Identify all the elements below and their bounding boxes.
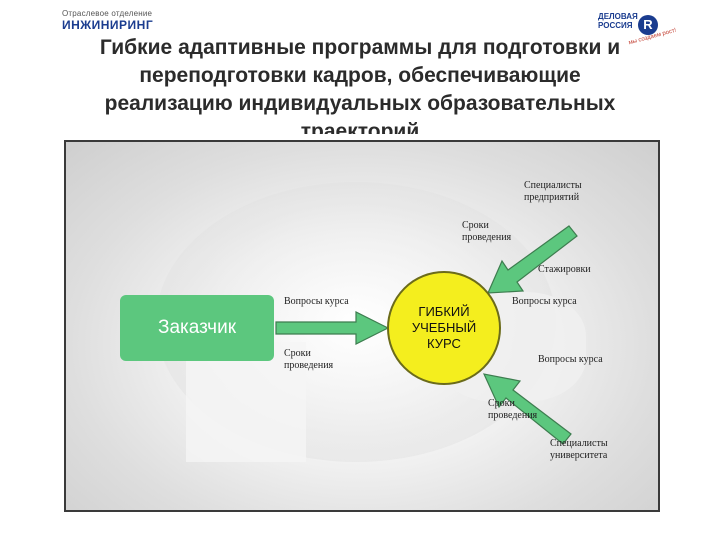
label-course-questions-bottom: Вопросы курса [538, 354, 603, 365]
title-line-1: Гибкие адаптивные программы для подготов… [99, 36, 621, 59]
label-enterprise-specialists: Специалисты предприятий [524, 180, 582, 203]
label-dates-left: Сроки проведения [284, 348, 334, 371]
logo-line-1: ДЕЛОВАЯ [598, 12, 638, 21]
label-dates-top: Сроки проведения [462, 220, 512, 243]
diagram-frame: Заказчик ГИБКИЙ УЧЕБНЫЙ КУРС Специалисты… [64, 140, 660, 512]
course-line-1: ГИБКИЙ [418, 304, 470, 319]
label-internships: Стажировки [538, 264, 591, 275]
course-line-2: УЧЕБНЫЙ [411, 320, 477, 335]
title-line-3: реализацию индивидуальных образовательны… [104, 92, 616, 115]
label-course-questions-left: Вопросы курса [284, 296, 349, 307]
arrows-layer [275, 225, 578, 445]
arrow-customer-to-course [275, 311, 390, 345]
background-decoration [186, 342, 306, 462]
course-line-3: КУРС [427, 336, 461, 351]
label-dates-bottom: Сроки проведения [488, 398, 538, 421]
logo-subtitle: Отраслевое отделение [62, 9, 153, 18]
flexible-course-circle: ГИБКИЙ УЧЕБНЫЙ КУРС [387, 271, 501, 385]
customer-box: Заказчик [120, 295, 274, 361]
label-university-specialists: Специалисты университета [550, 438, 608, 461]
logo-delovaya-rossiya: ДЕЛОВАЯ РОССИЯ R мы создаем рост! [598, 12, 677, 46]
arrow-upper-right-to-course [487, 225, 578, 294]
logo-badge: R [638, 15, 658, 35]
slide-title: Гибкие адаптивные программы для подготов… [30, 34, 690, 134]
arrow-lower-right-to-course [482, 373, 572, 445]
logo-title: ИНЖИНИРИНГ [62, 18, 154, 32]
logo-engineering: Отраслевое отделение ИНЖИНИРИНГ [62, 9, 154, 32]
label-course-questions-right: Вопросы курса [512, 296, 577, 307]
title-line-2: переподготовки кадров, обеспечивающие [139, 64, 581, 87]
title-line-4: траекторий [300, 120, 420, 134]
logo-line-2: РОССИЯ [598, 21, 633, 30]
